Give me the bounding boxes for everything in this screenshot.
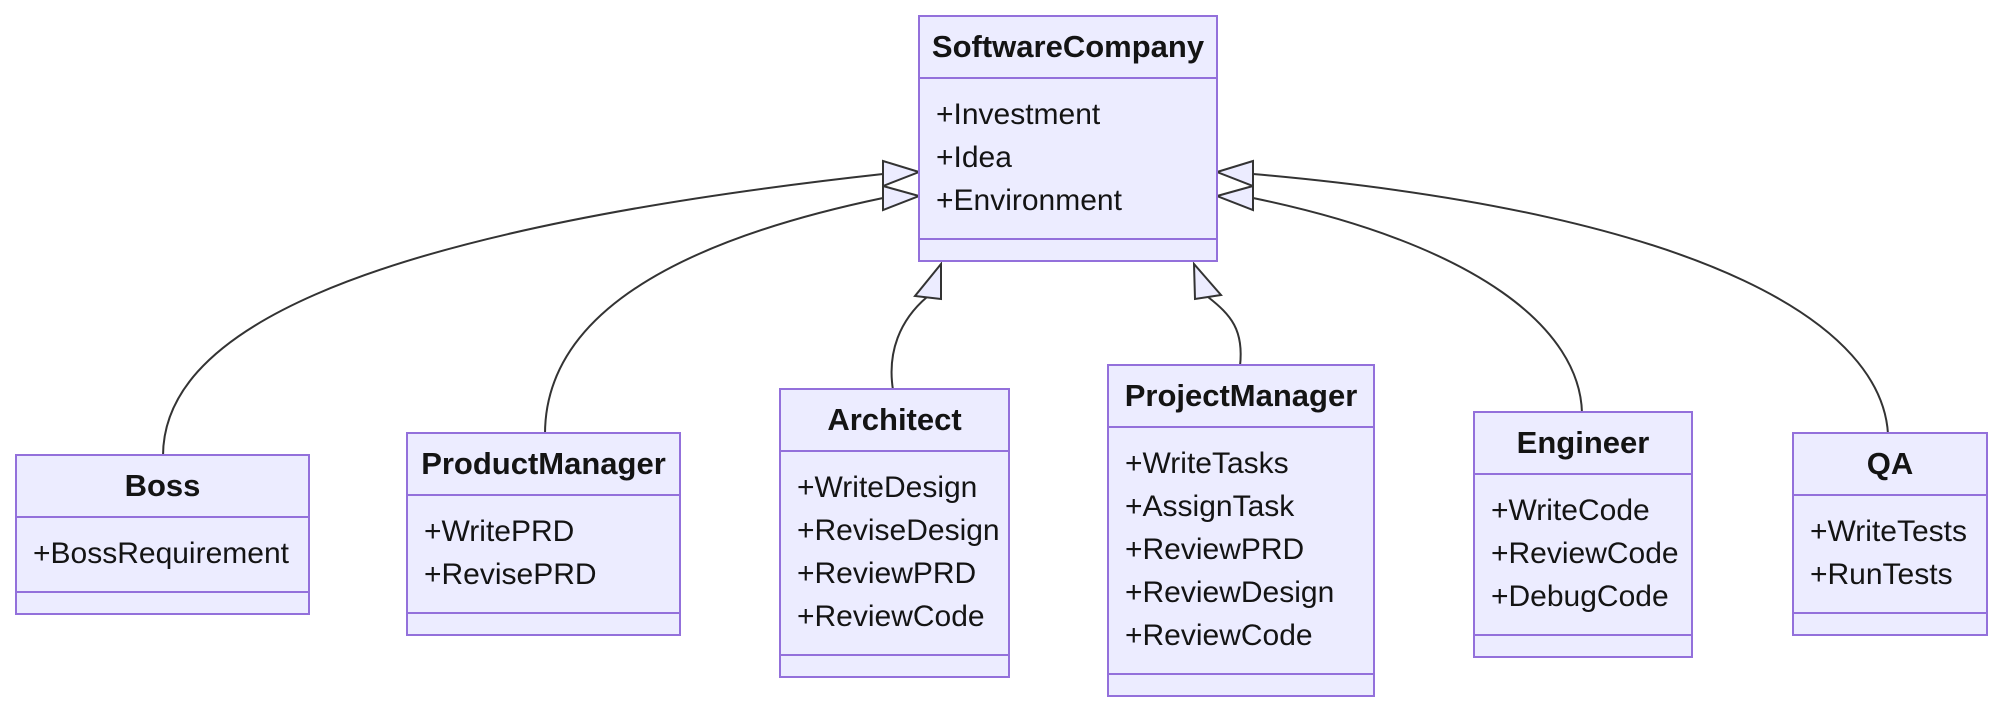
class-attribute: +Environment <box>936 184 1122 217</box>
class-attribute: +AssignTask <box>1125 490 1295 523</box>
class-attributes: +Investment +Idea +Environment <box>920 79 1216 238</box>
class-attributes: +WriteTests +RunTests <box>1794 496 1986 612</box>
class-attributes: +WritePRD +RevisePRD <box>408 496 679 612</box>
class-title: ProductManager <box>408 434 679 496</box>
class-attributes: +BossRequirement <box>17 518 308 591</box>
class-attribute: +BossRequirement <box>33 537 289 570</box>
class-attribute: +WriteTasks <box>1125 447 1289 480</box>
class-attribute: +RunTests <box>1810 558 1953 591</box>
class-methods-empty <box>17 591 308 613</box>
class-attribute: +WriteTests <box>1810 515 1967 548</box>
class-methods-empty <box>1475 634 1691 656</box>
edge-boss-to-softwarecompany <box>162 173 884 457</box>
class-methods-empty <box>781 654 1008 676</box>
inheritance-arrowhead <box>913 261 942 301</box>
class-box-softwarecompany: SoftwareCompany +Investment +Idea +Envir… <box>918 15 1218 262</box>
class-attribute: +WritePRD <box>424 515 575 548</box>
class-title: Boss <box>17 456 308 518</box>
class-title: Engineer <box>1475 413 1691 475</box>
class-methods-empty <box>1794 612 1986 634</box>
class-attributes: +WriteTasks +AssignTask +ReviewPRD +Revi… <box>1109 428 1373 673</box>
inheritance-arrowhead <box>882 184 923 212</box>
class-attributes: +WriteCode +ReviewCode +DebugCode <box>1475 475 1691 634</box>
class-box-projectmanager: ProjectManager +WriteTasks +AssignTask +… <box>1107 364 1375 697</box>
class-attribute: +ReviewCode <box>797 600 985 633</box>
class-attributes: +WriteDesign +ReviseDesign +ReviewPRD +R… <box>781 452 1008 654</box>
class-methods-empty <box>408 612 679 634</box>
class-title: ProjectManager <box>1109 366 1373 428</box>
class-box-productmanager: ProductManager +WritePRD +RevisePRD <box>406 432 681 636</box>
class-attribute: +WriteDesign <box>797 471 978 504</box>
class-title: QA <box>1794 434 1986 496</box>
edge-productmanager-to-softwarecompany <box>544 197 884 435</box>
class-attribute: +ReviseDesign <box>797 514 1000 547</box>
class-attribute: +WriteCode <box>1491 494 1650 527</box>
class-methods-empty <box>920 238 1216 260</box>
class-box-engineer: Engineer +WriteCode +ReviewCode +DebugCo… <box>1473 411 1693 658</box>
class-box-boss: Boss +BossRequirement <box>15 454 310 615</box>
class-attribute: +ReviewPRD <box>1125 533 1305 566</box>
class-attribute: +RevisePRD <box>424 558 597 591</box>
class-box-qa: QA +WriteTests +RunTests <box>1792 432 1988 636</box>
class-attribute: +Idea <box>936 141 1012 174</box>
class-attribute: +ReviewCode <box>1125 619 1313 652</box>
class-box-architect: Architect +WriteDesign +ReviseDesign +Re… <box>779 388 1010 678</box>
edge-projectmanager-to-softwarecompany <box>1207 296 1242 367</box>
class-methods-empty <box>1109 673 1373 695</box>
edge-architect-to-softwarecompany <box>890 296 928 391</box>
class-attribute: +Investment <box>936 98 1101 131</box>
edge-qa-to-softwarecompany <box>1252 173 1889 435</box>
class-title: SoftwareCompany <box>920 17 1216 79</box>
inheritance-arrowhead <box>1213 184 1254 212</box>
class-attribute: +ReviewPRD <box>797 557 977 590</box>
inheritance-arrowhead <box>1192 261 1223 301</box>
inheritance-arrowhead <box>1213 159 1254 188</box>
edge-engineer-to-softwarecompany <box>1252 197 1583 414</box>
class-attribute: +ReviewCode <box>1491 537 1679 570</box>
inheritance-arrowhead <box>882 159 923 188</box>
class-title: Architect <box>781 390 1008 452</box>
class-attribute: +DebugCode <box>1491 580 1669 613</box>
class-attribute: +ReviewDesign <box>1125 576 1335 609</box>
